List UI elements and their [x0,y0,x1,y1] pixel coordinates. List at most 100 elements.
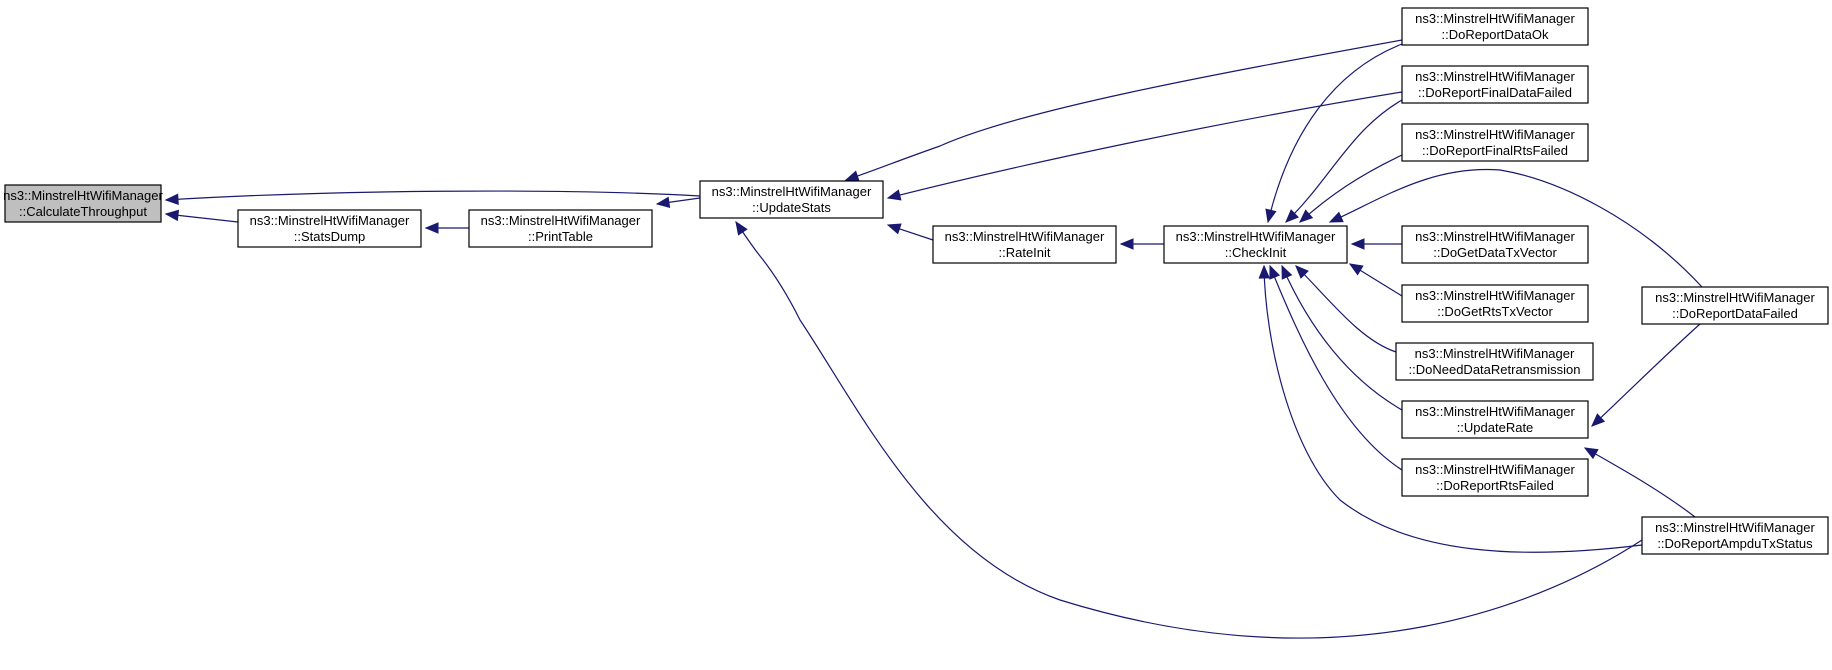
edge-line [1281,265,1403,411]
edge-report_ampdu_tx_status-to-update_rate [1583,447,1696,518]
node-report-ampdu-tx-status[interactable]: ns3::MinstrelHtWifiManager::DoReportAmpd… [1641,516,1829,555]
node-box[interactable] [468,209,653,248]
nodes-layer: ns3::MinstrelHtWifiManager::CalculateThr… [3,7,1829,555]
arrowhead [1328,211,1344,223]
node-class-label: ns3::MinstrelHtWifiManager [3,188,163,203]
arrowhead [886,189,902,201]
node-report-final-rts-failed[interactable]: ns3::MinstrelHtWifiManager::DoReportFina… [1401,123,1589,162]
edge-report_data_failed-to-update_rate [1591,323,1701,427]
edge-report_final_data_failed-to-update_stats [886,91,1403,201]
edge-line [1263,265,1643,553]
arrowhead [735,220,748,236]
edge-report_final_rts_failed-to-check_init [1299,154,1403,223]
arrowhead [1583,447,1599,460]
node-box[interactable] [4,184,162,223]
node-report-data-ok[interactable]: ns3::MinstrelHtWifiManager::DoReportData… [1401,7,1589,46]
node-box[interactable] [1401,123,1589,162]
edge-line [1591,323,1701,427]
arrowhead [1281,264,1293,280]
node-method-label: ::DoReportRtsFailed [1436,478,1554,493]
node-box[interactable] [1401,7,1589,46]
node-report-data-failed[interactable]: ns3::MinstrelHtWifiManager::DoReportData… [1641,286,1829,325]
node-method-label: ::UpdateStats [752,200,831,215]
node-get-rts-tx-vector[interactable]: ns3::MinstrelHtWifiManager::DoGetRtsTxVe… [1401,284,1589,323]
node-report-final-data-failed[interactable]: ns3::MinstrelHtWifiManager::DoReportFina… [1401,65,1589,104]
arrowhead [164,193,179,205]
edge-report_data_ok-to-update_stats [844,39,1403,182]
node-box[interactable] [1401,65,1589,104]
edge-report_ampdu_tx_status-to-check_init [1258,264,1643,553]
node-class-label: ns3::MinstrelHtWifiManager [1415,11,1575,26]
edge-get_data_tx_vector-to-check_init [1350,238,1402,250]
node-method-label: ::DoGetDataTxVector [1433,245,1557,260]
edge-line [735,221,1643,639]
arrowhead [1295,265,1309,279]
node-method-label: ::CheckInit [1225,245,1287,260]
node-method-label: ::DoGetRtsTxVector [1437,304,1553,319]
edge-get_rts_tx_vector-to-check_init [1348,263,1403,297]
edge-rate_init-to-update_stats [886,223,934,241]
edge-check_init-to-rate_init [1119,238,1164,250]
node-stats-dump[interactable]: ns3::MinstrelHtWifiManager::StatsDump [237,209,422,248]
node-rate-init[interactable]: ns3::MinstrelHtWifiManager::RateInit [932,225,1117,264]
node-print-table[interactable]: ns3::MinstrelHtWifiManager::PrintTable [468,209,653,248]
node-method-label: ::DoReportFinalRtsFailed [1422,143,1568,158]
node-method-label: ::UpdateRate [1457,420,1534,435]
node-need-data-retransmission[interactable]: ns3::MinstrelHtWifiManager::DoNeedDataRe… [1395,342,1594,381]
node-class-label: ns3::MinstrelHtWifiManager [481,213,641,228]
node-box[interactable] [699,180,884,219]
node-class-label: ns3::MinstrelHtWifiManager [712,184,872,199]
node-method-label: ::DoReportDataFailed [1672,306,1798,321]
edge-report_data_failed-to-check_init [1328,168,1703,288]
node-method-label: ::DoReportFinalDataFailed [1418,85,1572,100]
node-check-init[interactable]: ns3::MinstrelHtWifiManager::CheckInit [1163,225,1348,264]
node-box[interactable] [932,225,1117,264]
edge-line [1584,447,1696,518]
edge-update_stats-to-print_table [655,196,701,208]
node-method-label: ::CalculateThroughput [19,204,147,219]
edge-report_ampdu_tx_status-to-update_stats [735,220,1643,639]
node-class-label: ns3::MinstrelHtWifiManager [1176,229,1336,244]
node-class-label: ns3::MinstrelHtWifiManager [1415,288,1575,303]
node-box[interactable] [1641,516,1829,555]
node-class-label: ns3::MinstrelHtWifiManager [1415,404,1575,419]
node-update-stats[interactable]: ns3::MinstrelHtWifiManager::UpdateStats [699,180,884,219]
edge-line [165,190,701,201]
arrowhead [655,196,671,208]
node-box[interactable] [1401,225,1589,264]
node-box[interactable] [237,209,422,248]
node-method-label: ::PrintTable [528,229,593,244]
arrowhead [1269,264,1281,280]
edge-update_rate-to-check_init [1281,264,1403,411]
node-class-label: ns3::MinstrelHtWifiManager [1415,462,1575,477]
edge-line [845,39,1403,181]
node-class-label: ns3::MinstrelHtWifiManager [1415,127,1575,142]
node-box[interactable] [1395,342,1594,381]
node-box[interactable] [1401,400,1589,439]
edge-stats_dump-to-calc_throughput [164,209,239,223]
arrowhead [424,222,439,234]
node-calc-throughput[interactable]: ns3::MinstrelHtWifiManager::CalculateThr… [3,184,163,223]
node-method-label: ::DoReportAmpduTxStatus [1657,536,1813,551]
node-update-rate[interactable]: ns3::MinstrelHtWifiManager::UpdateRate [1401,400,1589,439]
node-report-rts-failed[interactable]: ns3::MinstrelHtWifiManager::DoReportRtsF… [1401,458,1589,497]
edge-report_data_ok-to-check_init [1265,43,1403,224]
edge-report_final_data_failed-to-check_init [1285,99,1403,223]
node-box[interactable] [1401,458,1589,497]
arrowhead [1285,209,1299,223]
node-box[interactable] [1641,286,1829,325]
edge-report_rts_failed-to-check_init [1269,264,1403,471]
node-class-label: ns3::MinstrelHtWifiManager [1655,290,1815,305]
edges-layer [164,39,1703,639]
node-box[interactable] [1401,284,1589,323]
arrowhead [1348,263,1364,276]
edge-line [1329,168,1703,288]
arrowhead [1350,238,1365,250]
node-box[interactable] [1163,225,1348,264]
edge-line [1267,43,1403,223]
node-class-label: ns3::MinstrelHtWifiManager [945,229,1105,244]
edge-line [1295,265,1397,353]
node-get-data-tx-vector[interactable]: ns3::MinstrelHtWifiManager::DoGetDataTxV… [1401,225,1589,264]
arrowhead [164,209,180,222]
